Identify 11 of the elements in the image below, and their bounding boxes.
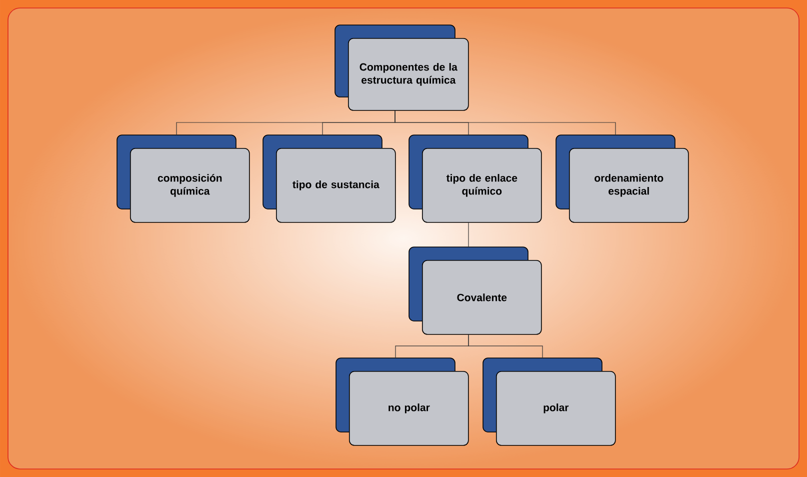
concept-box: tipo de enlace químico <box>408 134 542 223</box>
connector <box>394 110 616 136</box>
concept-box: tipo de sustancia <box>262 134 396 223</box>
concept-box: no polar <box>336 358 469 446</box>
connector <box>468 222 469 248</box>
concept-box: polar <box>482 358 616 446</box>
concept-box: Componentes de la estructura química <box>334 24 469 111</box>
concept-box: Covalente <box>408 246 542 335</box>
concept-box: composición química <box>116 134 250 223</box>
concept-box: ordenamiento espacial <box>556 134 689 223</box>
connector <box>468 334 543 358</box>
